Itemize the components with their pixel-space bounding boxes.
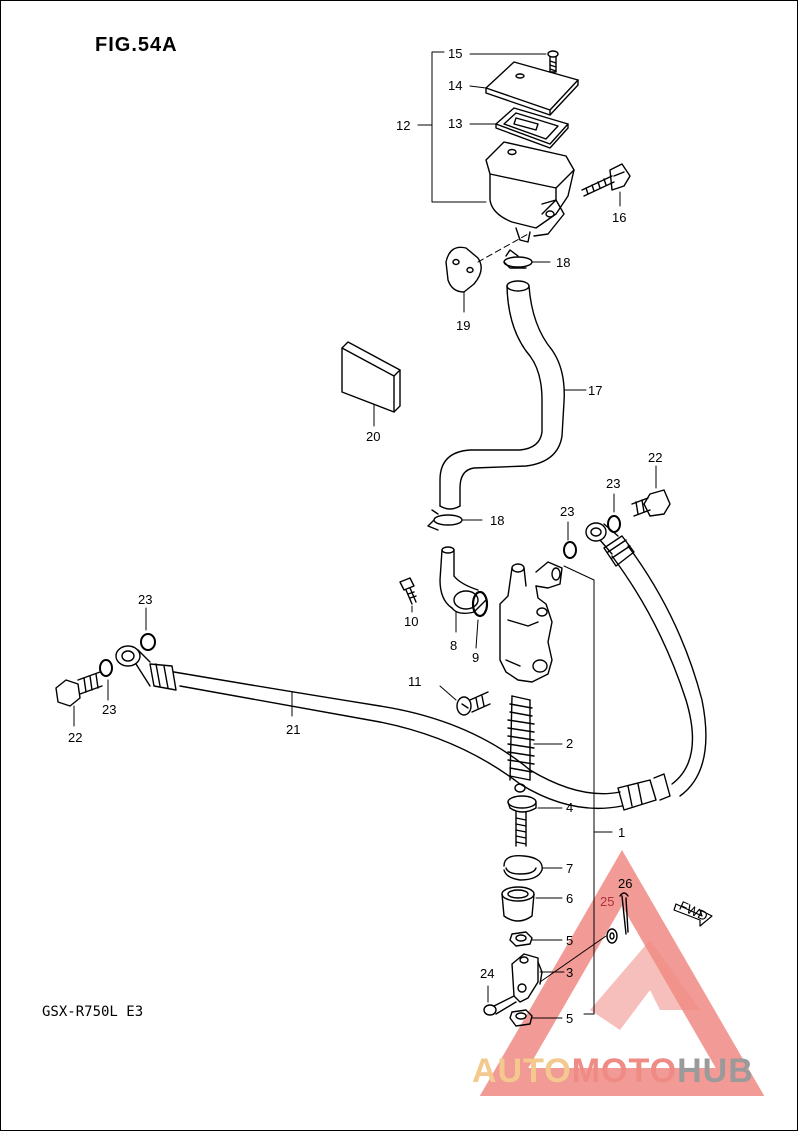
part-21-brake-hose-left [115,645,623,810]
part-23-washer-c [140,607,156,651]
part-18-hose-clamp-lower [427,509,483,531]
part-10-bolt [399,577,417,613]
callout-23-c: 23 [138,592,152,607]
part-21-hose-fitting-right [617,773,671,811]
part-20-pad [341,341,401,427]
callout-14: 14 [448,78,462,93]
callout-8: 8 [450,638,457,653]
callout-3: 3 [566,965,573,980]
part-22-banjo-bolt-left [55,671,103,727]
callout-2: 2 [566,736,573,751]
callout-24: 24 [480,966,494,981]
callout-23-d: 23 [102,702,116,717]
callout-12: 12 [396,118,410,133]
callout-labels: 15 14 13 12 16 18 19 17 20 22 23 23 18 1… [68,46,662,1026]
callout-10: 10 [404,614,418,629]
part-8-hose-joint [439,546,487,633]
callout-20: 20 [366,429,380,444]
part-11-bolt [439,685,491,716]
callout-25: 25 [600,894,614,909]
callout-6: 6 [566,891,573,906]
callout-23-a: 23 [606,476,620,491]
part-23-washer-b [563,521,577,559]
part-hose-right [585,522,707,797]
watermark-moto: MOTO [571,1052,678,1090]
callout-5-upper: 5 [566,933,573,948]
part-23-washer-a [607,493,621,533]
callout-19: 19 [456,318,470,333]
watermark-logo: AUTOMOTOHUB [472,1052,754,1091]
watermark-auto: AUTO [472,1052,572,1090]
watermark-hub: HUB [677,1052,754,1090]
part-5-nut-upper [509,931,563,947]
figure-title: FIG.54A [95,34,178,56]
part-23-washer-d [99,659,113,701]
callout-21: 21 [286,722,300,737]
callout-15: 15 [448,46,462,61]
callout-18-lower: 18 [490,513,504,528]
part-18-hose-clamp-upper [503,249,551,269]
part-15-screw [547,50,559,73]
part-5-nut-lower [509,1009,563,1027]
part-19-plate [445,246,482,313]
part-17-reservoir-hose [439,280,587,510]
callout-7: 7 [566,861,573,876]
part-4-piston [507,783,563,847]
callout-5-lower: 5 [566,1011,573,1026]
fwd-arrow-icon: FWD [673,898,713,927]
part-22-banjo-bolt-right [631,465,671,517]
callout-23-b: 23 [560,504,574,519]
part-14-reservoir-cap [485,61,579,116]
callout-1: 1 [618,825,625,840]
part-9-o-ring [471,590,489,649]
part-1-master-cylinder [499,561,613,1015]
callout-22-left: 22 [68,730,82,745]
part-26-cotter-pin [619,892,629,935]
callout-18-upper: 18 [556,255,570,270]
part-6-boot [501,886,563,922]
callout-22-right: 22 [648,450,662,465]
part-25-washer [539,928,618,983]
callout-26: 26 [618,876,632,891]
callout-13: 13 [448,116,462,131]
part-2-spring [507,695,563,781]
model-code: GSX-R750L E3 [42,1004,144,1020]
part-7-circlip [503,855,563,881]
part-16-bolt [581,163,631,207]
part-13-diaphragm [495,107,569,149]
part-12-reservoir [485,141,575,243]
callout-17: 17 [588,383,602,398]
part-3-clevis [511,953,565,1003]
callout-11: 11 [408,674,422,689]
callout-9: 9 [472,650,479,665]
part-24-bolt [483,985,517,1016]
callout-16: 16 [612,210,626,225]
fwd-label: FWD [677,898,710,924]
callout-4: 4 [566,800,573,815]
